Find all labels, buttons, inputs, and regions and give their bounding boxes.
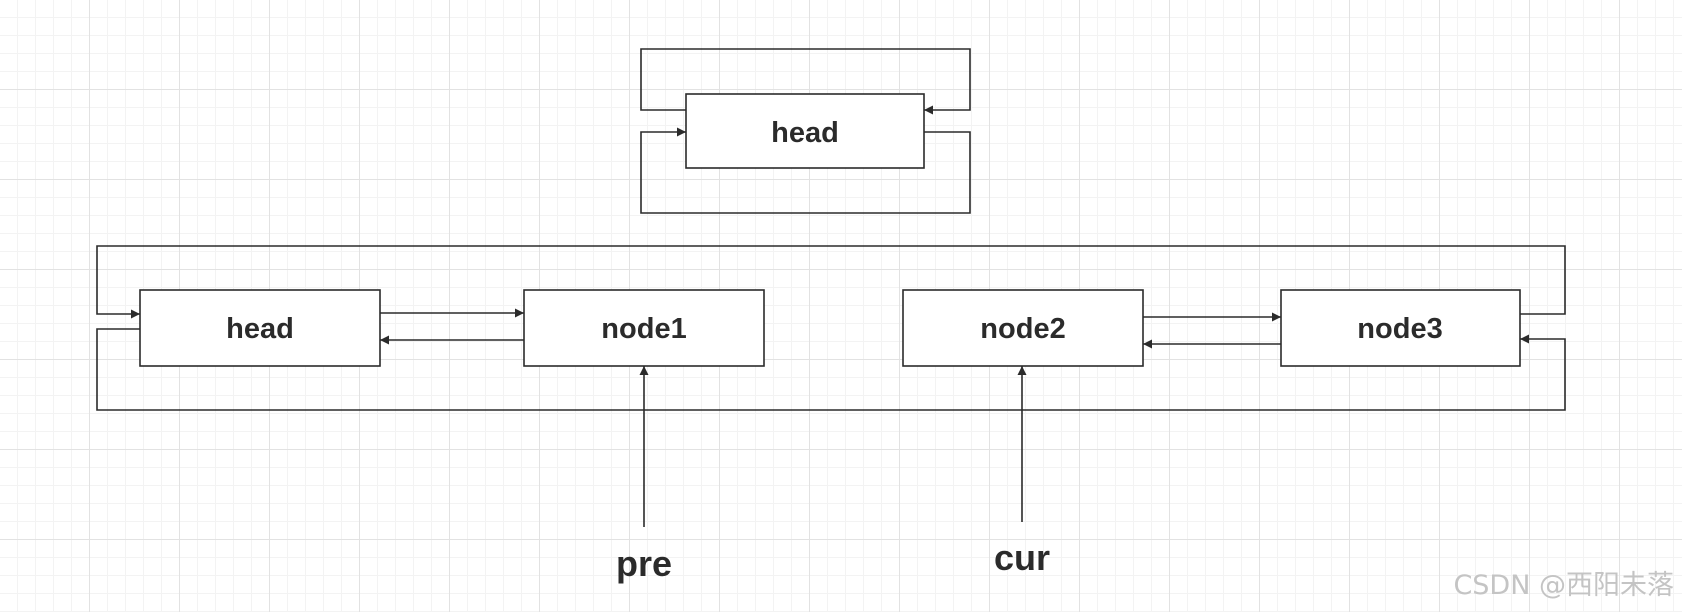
top-self-loop-connectors	[640, 48, 971, 214]
node2: node2	[902, 289, 1144, 367]
bottom-head-node: head	[139, 289, 381, 367]
head-to-node3-wrap-edge	[96, 328, 1566, 411]
top-head-label: head	[771, 117, 839, 149]
node3-to-head-wrap-edge	[96, 245, 1566, 319]
bottom-head-label: head	[226, 313, 294, 345]
pre-pointer: pre	[616, 366, 672, 584]
top-next-self-loop-edge	[640, 127, 971, 214]
top-prev-self-loop-edge	[640, 48, 971, 115]
top-head-node: head	[685, 93, 925, 169]
node1: node1	[523, 289, 765, 367]
node3: node3	[1280, 289, 1521, 367]
node3-label: node3	[1357, 313, 1442, 345]
watermark-text: CSDN @西阳未落	[1453, 570, 1674, 601]
cur-pointer: cur	[994, 366, 1050, 578]
node2-label: node2	[980, 313, 1065, 345]
cur-pointer-label: cur	[994, 537, 1050, 578]
pre-pointer-label: pre	[616, 543, 672, 584]
bottom-connectors	[96, 245, 1566, 411]
node1-label: node1	[601, 313, 686, 345]
